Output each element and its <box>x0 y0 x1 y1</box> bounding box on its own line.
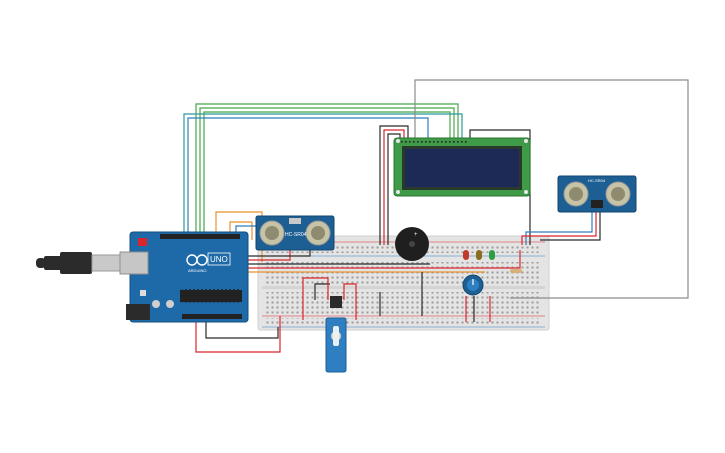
sensor-1-label: HC-SR04 <box>285 232 307 238</box>
arduino-brand-label: ARDUINO <box>188 268 206 273</box>
svg-text:+: + <box>414 232 418 238</box>
sensor-2-label: HC-SR04 <box>588 178 606 183</box>
ultrasonic-sensor-1[interactable]: HC-SR04 <box>255 215 335 251</box>
piezo-buzzer-icon[interactable]: + <box>395 227 429 261</box>
ultrasonic-sensor-2[interactable]: HC-SR04 <box>557 175 637 213</box>
lcd-display[interactable] <box>393 137 531 197</box>
arduino-model-label: UNO <box>210 255 228 264</box>
micro-servo-icon[interactable] <box>325 296 347 373</box>
resistor[interactable] <box>510 269 522 273</box>
potentiometer-icon[interactable] <box>462 274 484 296</box>
led-red[interactable] <box>463 250 469 260</box>
wires <box>183 79 689 353</box>
usb-cable-icon <box>36 252 121 274</box>
arduino-uno-board[interactable]: ARDUINO UNO <box>119 231 249 323</box>
led-yellow[interactable] <box>476 250 482 260</box>
led-green[interactable] <box>489 250 495 260</box>
